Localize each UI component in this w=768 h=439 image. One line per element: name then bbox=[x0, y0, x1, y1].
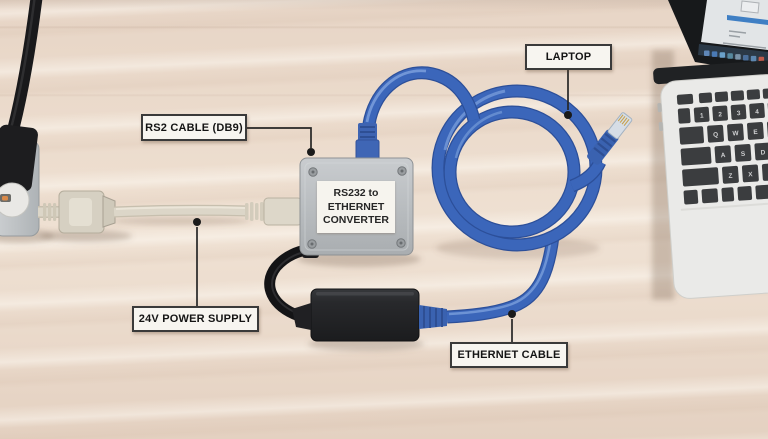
screen-text-lines bbox=[722, 30, 767, 49]
label-converter-line3: CONVERTER bbox=[323, 214, 389, 227]
serial-plug bbox=[263, 197, 303, 226]
serial-cable bbox=[38, 190, 303, 234]
callout-dot bbox=[508, 310, 516, 318]
screws bbox=[307, 166, 407, 249]
callout-dot bbox=[307, 148, 315, 156]
svg-text:D: D bbox=[760, 149, 765, 156]
svg-text:A: A bbox=[721, 152, 726, 159]
label-laptop: LAPTOP bbox=[525, 44, 612, 70]
laptop-hinge bbox=[653, 53, 768, 85]
brick-left-boot bbox=[292, 303, 311, 330]
label-power-supply: 24V POWER SUPPLY bbox=[132, 306, 259, 332]
label-rs2-cable-text: RS2 CABLE (DB9) bbox=[145, 121, 243, 134]
socket bbox=[0, 182, 30, 218]
label-power-supply-text: 24V POWER SUPPLY bbox=[138, 313, 253, 325]
label-converter-line2: ETHERNET bbox=[327, 200, 385, 213]
laptop: 1 2 3 4Q W E A S D Z X bbox=[653, 0, 768, 299]
label-laptop-text: LAPTOP bbox=[545, 51, 592, 63]
svg-text:X: X bbox=[748, 171, 753, 178]
svg-text:3: 3 bbox=[737, 110, 741, 117]
label-ethernet-cable-text: ETHERNET CABLE bbox=[457, 349, 561, 361]
svg-text:E: E bbox=[753, 129, 758, 136]
callout-dots bbox=[193, 111, 572, 318]
svg-text:W: W bbox=[732, 130, 739, 137]
strain-relief bbox=[245, 202, 264, 221]
label-rs2-cable: RS2 CABLE (DB9) bbox=[141, 114, 247, 141]
callout-line bbox=[247, 127, 312, 148]
side-port bbox=[658, 122, 664, 132]
screen-taskbar bbox=[698, 44, 768, 63]
mains-plug bbox=[0, 124, 38, 192]
svg-text:Q: Q bbox=[713, 132, 719, 139]
callout-dot bbox=[193, 218, 201, 226]
taskbar-icons bbox=[704, 50, 765, 63]
svg-text:Z: Z bbox=[728, 173, 732, 180]
ethernet-cable bbox=[362, 66, 633, 324]
indicator-light bbox=[2, 196, 8, 201]
label-converter: RS232 to ETHERNET CONVERTER bbox=[317, 181, 395, 233]
callout-lines bbox=[196, 70, 569, 342]
brick-right-boot bbox=[419, 305, 447, 329]
screen-progress-bar bbox=[727, 15, 768, 25]
power-brick bbox=[292, 288, 447, 342]
svg-text:4: 4 bbox=[755, 109, 759, 116]
laptop-body: 1 2 3 4Q W E A S D Z X bbox=[653, 53, 768, 299]
rj45-connector bbox=[587, 112, 633, 165]
cable-ribs bbox=[43, 203, 57, 221]
label-converter-line1: RS232 to bbox=[333, 187, 379, 199]
keyboard-letters: 1 2 3 4Q W E A S D Z X bbox=[700, 109, 766, 180]
svg-text:2: 2 bbox=[718, 111, 722, 118]
side-port bbox=[657, 103, 662, 113]
keyboard bbox=[676, 88, 768, 205]
power-strip bbox=[0, 0, 43, 237]
screen-dialog-box bbox=[740, 0, 760, 14]
label-ethernet-cable: ETHERNET CABLE bbox=[450, 342, 568, 368]
callout-dot bbox=[564, 111, 572, 119]
svg-text:1: 1 bbox=[700, 113, 704, 120]
svg-text:S: S bbox=[741, 151, 746, 158]
mains-cable bbox=[6, 0, 43, 140]
